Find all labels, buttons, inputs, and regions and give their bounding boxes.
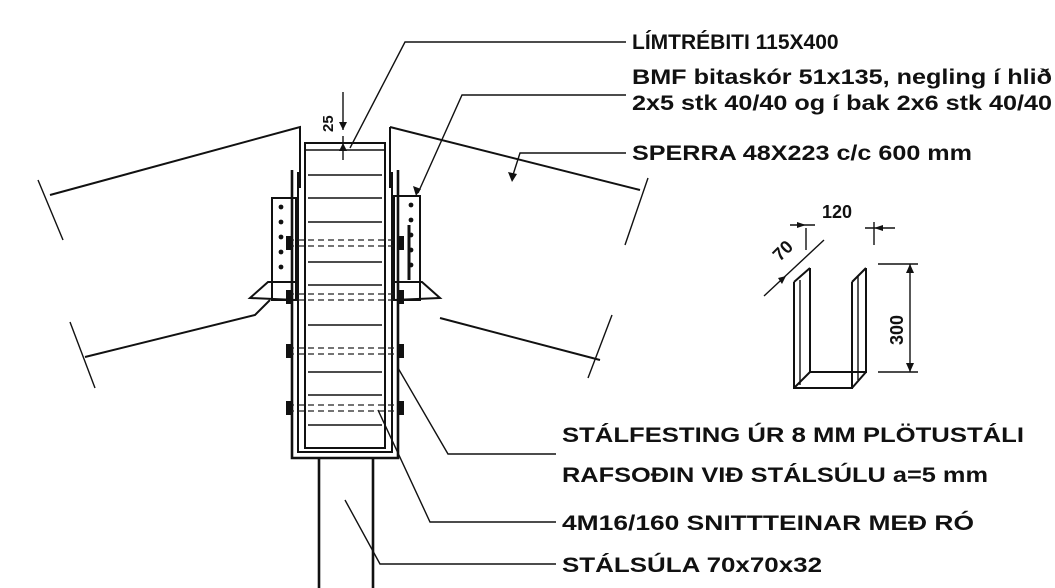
threaded-rods: [286, 236, 404, 415]
left-joist-hanger: [247, 197, 297, 302]
right-joist-hanger: [393, 195, 443, 302]
glulam-beam: [304, 142, 386, 449]
label-column: STÁLSÚLA 70x70x32: [562, 553, 822, 577]
steel-bracket: [290, 170, 400, 460]
dim-120-label: 120: [822, 202, 852, 222]
dim-70-label: 70: [769, 237, 797, 265]
right-rafter: [389, 126, 649, 379]
dimension-25: 25: [320, 92, 347, 160]
label-hanger-line1: BMF bitaskór 51x135, negling í hlið: [632, 66, 1052, 89]
label-hanger-line2: 2x5 stk 40/40 og í bak 2x6 stk 40/40: [632, 92, 1052, 115]
label-bracket-line2: RAFSOÐIN VIÐ STÁLSÚLU a=5 mm: [562, 463, 988, 487]
bracket-detail-sketch: 120 70 300: [763, 202, 918, 389]
leader-lines: [344, 41, 626, 565]
label-bracket-line1: STÁLFESTING ÚR 8 MM PLÖTUSTÁLI: [562, 423, 1024, 447]
dim-300-label: 300: [887, 315, 907, 345]
left-rafter: [37, 125, 301, 389]
label-rafter: SPERRA 48X223 c/c 600 mm: [632, 142, 972, 165]
dim-25-label: 25: [320, 115, 337, 132]
steel-column: [317, 458, 375, 588]
label-rods: 4M16/160 SNITTTEINAR MEÐ RÓ: [562, 511, 974, 535]
label-beam: LÍMTRÉBITI 115X400: [632, 31, 839, 54]
